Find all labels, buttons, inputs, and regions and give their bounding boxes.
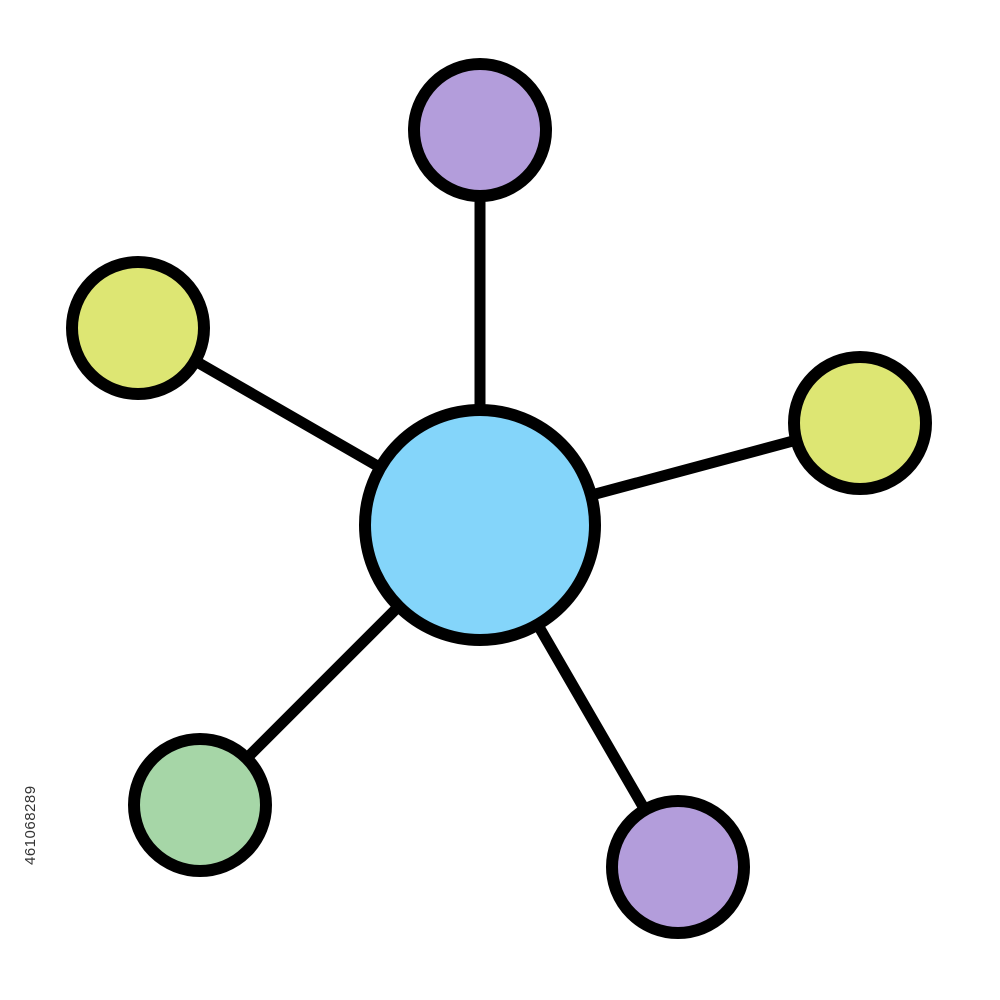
stock-image-id: 461068289	[22, 785, 39, 865]
node-bottom-left	[128, 733, 272, 877]
node-right	[788, 351, 932, 495]
node-left	[66, 256, 210, 400]
nodes	[66, 58, 932, 939]
node-bottom-right	[606, 795, 750, 939]
node-top	[408, 58, 552, 202]
node-hub	[359, 404, 601, 646]
